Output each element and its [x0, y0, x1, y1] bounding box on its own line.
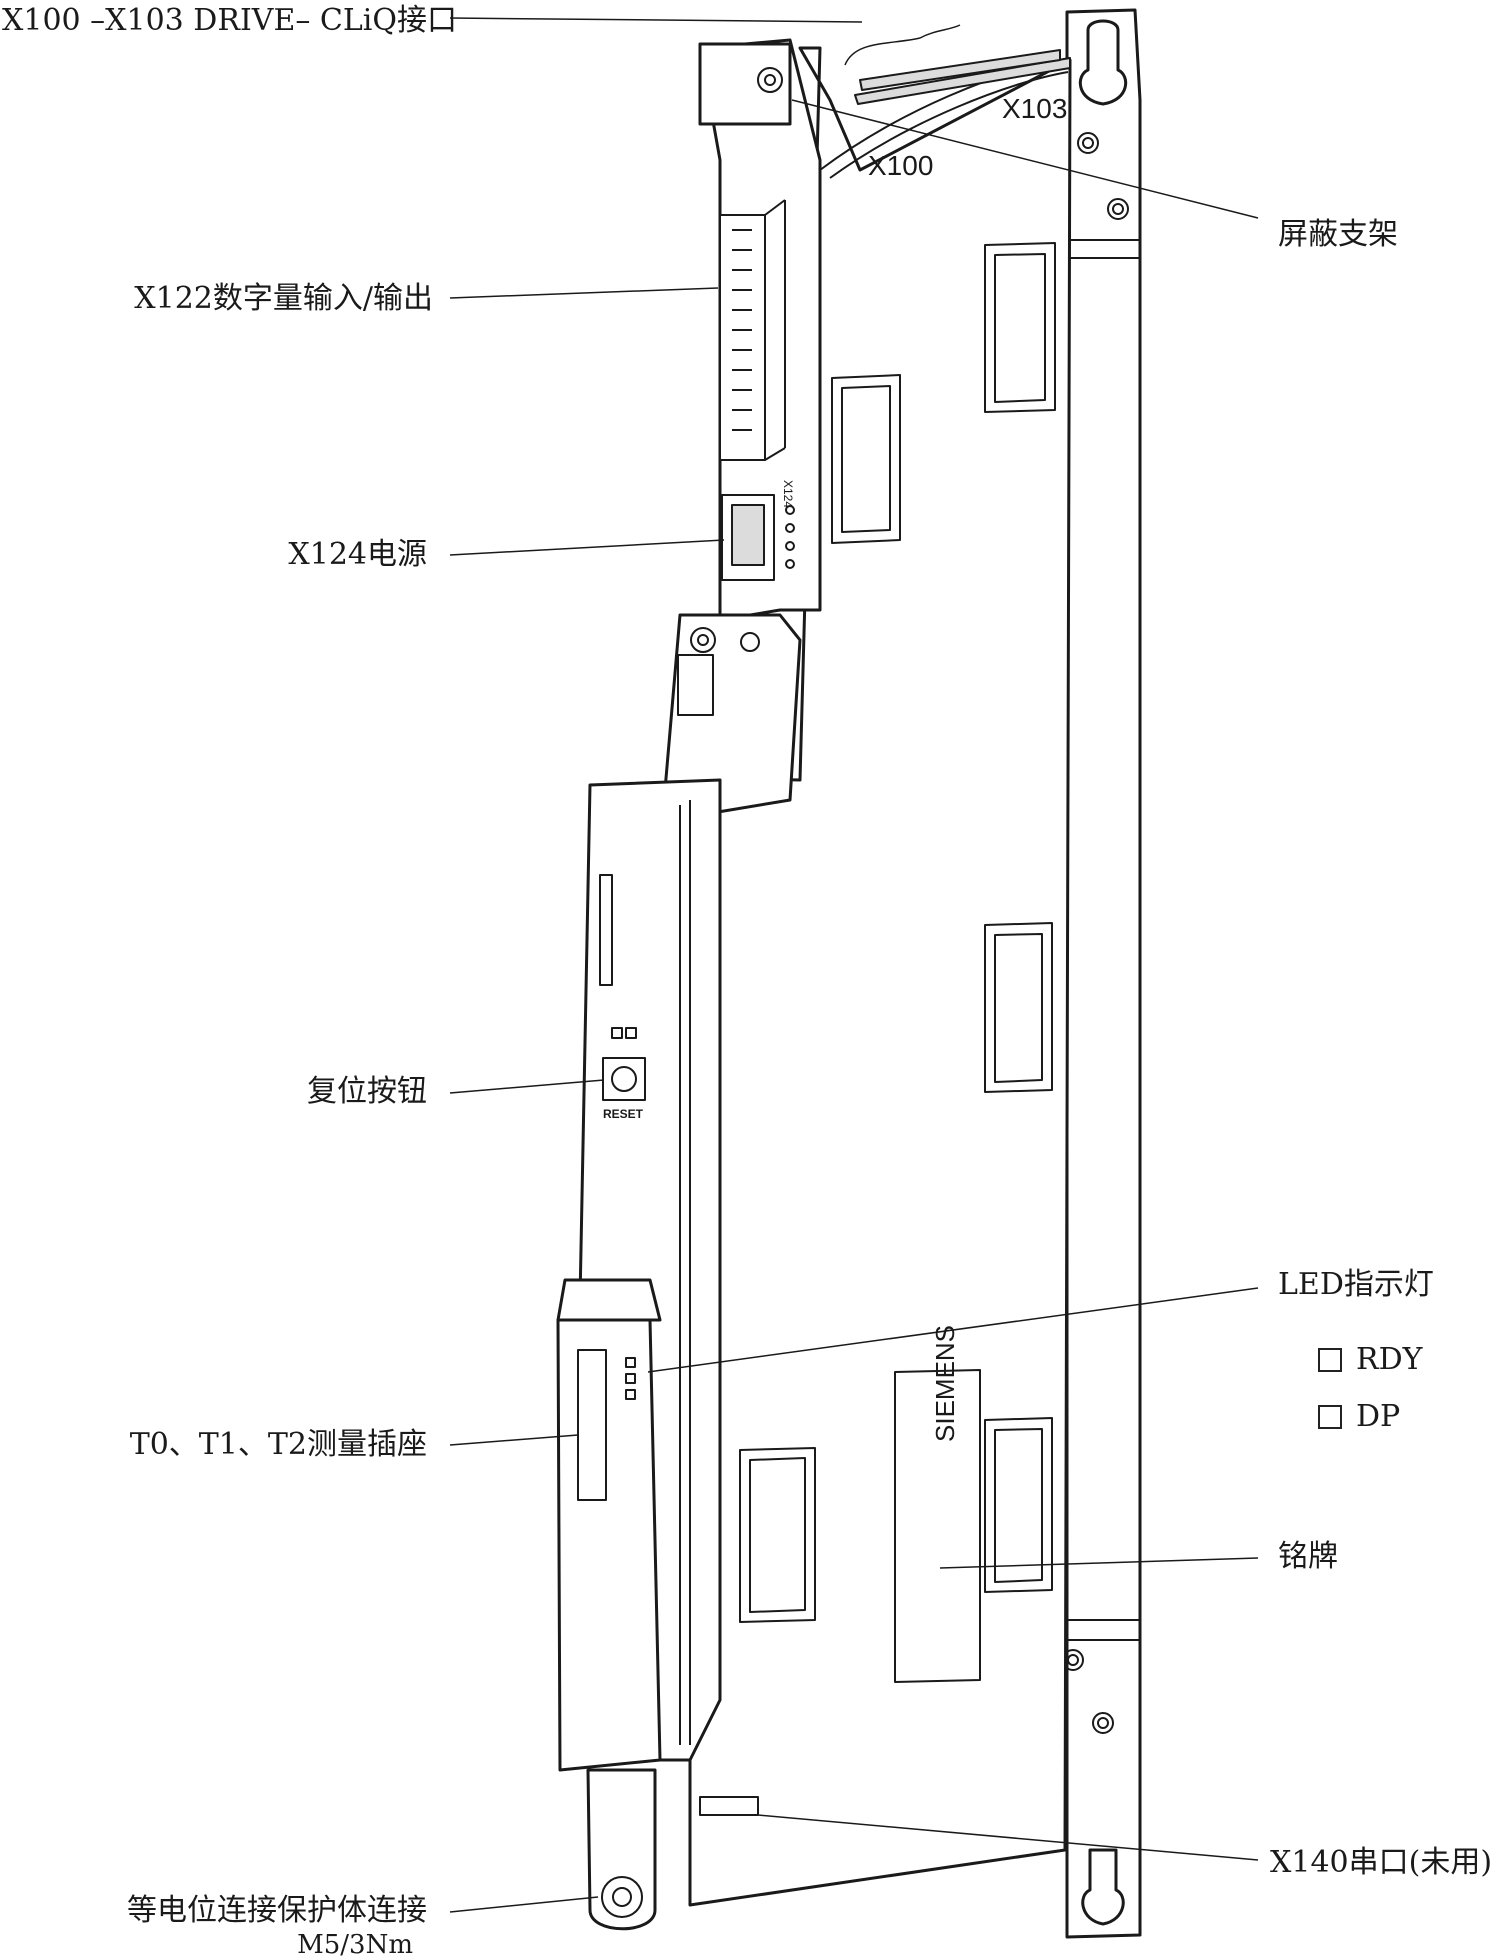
led-indicators [625, 1357, 636, 1400]
test-socket-strip [577, 1349, 607, 1501]
flange-top [1067, 239, 1141, 259]
card-slot [599, 874, 613, 986]
x124-connector [721, 494, 795, 581]
shield-clamp [698, 42, 792, 126]
housing-front-curve-2 [829, 71, 1069, 179]
x140-connector [699, 1796, 759, 1816]
label-test-sockets: T0、T1、T2测量插座 [129, 1427, 427, 1462]
x100-tag: X100 [868, 150, 933, 181]
reset-tag: RESET [603, 1107, 644, 1121]
back-plate [1065, 8, 1142, 1939]
label-nameplate: 铭牌 [1278, 1539, 1338, 1574]
flange-bottom [1067, 1619, 1141, 1641]
keyhole-bottom [1081, 1848, 1125, 1926]
label-ground-line2: M5/3Nm [297, 1930, 413, 1960]
keyhole-top [1078, 19, 1128, 106]
x103-tag: X103 [1002, 93, 1067, 124]
label-x124: X124电源 [288, 537, 427, 572]
module-slots [739, 242, 1056, 1623]
cliq-brace [844, 24, 961, 66]
x124-tag: X124 [781, 480, 795, 508]
leader-lines [449, 17, 1259, 1913]
reset-button-graphic [602, 1027, 646, 1101]
rdy-square-icon [1318, 1348, 1342, 1372]
label-ground-line1: 等电位连接保护体连接 [127, 1893, 427, 1928]
label-x122: X122数字量输入/输出 [134, 281, 433, 316]
brand-logo: SIEMENS [930, 1325, 960, 1442]
led-legend-rdy: RDY [1318, 1345, 1422, 1375]
dp-label: DP [1356, 1399, 1401, 1434]
label-shield-bracket: 屏蔽支架 [1278, 217, 1398, 252]
label-reset-button: 复位按钮 [307, 1074, 427, 1109]
x122-terminal [719, 199, 786, 461]
label-drive-cliq: X100 –X103 DRIVE– CLiQ接口 [2, 3, 457, 38]
led-legend-dp: DP [1318, 1402, 1400, 1432]
nameplate-graphic [894, 1369, 981, 1683]
dp-square-icon [1318, 1405, 1342, 1429]
cliq-connectors [854, 49, 1071, 105]
label-x140: X140串口(未用) [1270, 1845, 1493, 1880]
bottom-module [556, 1318, 662, 1772]
ground-lug [586, 1768, 657, 1931]
label-led: LED指示灯 [1278, 1267, 1434, 1302]
rdy-label: RDY [1356, 1342, 1423, 1377]
bottom-module-top [556, 1278, 662, 1322]
